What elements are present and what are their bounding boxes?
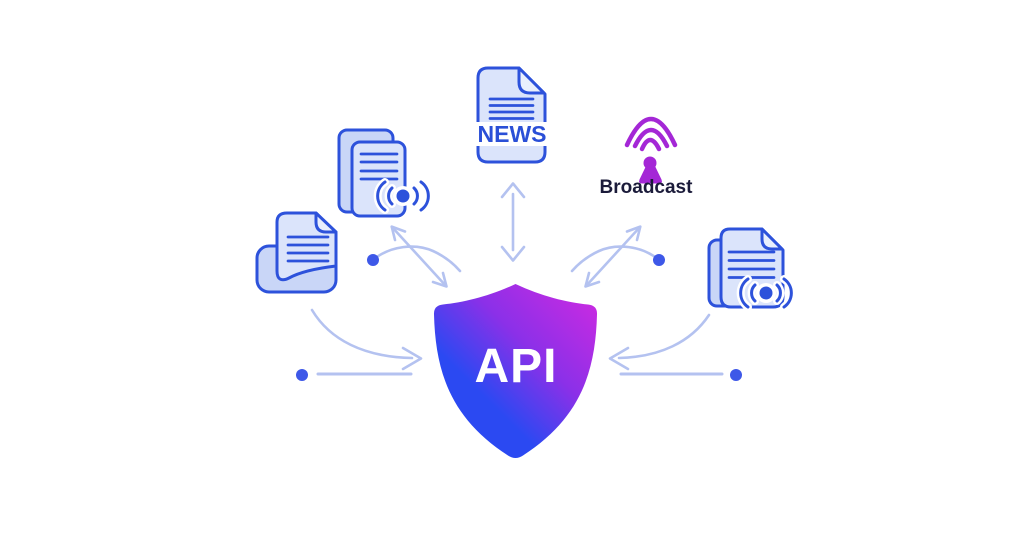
document-text-lines [286, 235, 330, 263]
arrow-stacked-docs-api-exchange [367, 225, 462, 288]
connector-dot-right-low [730, 369, 742, 381]
signal-waves-icon [373, 178, 433, 214]
api-label: API [474, 340, 558, 393]
arrow-right-doc-to-api [608, 313, 742, 381]
wifi-arc-outer [624, 116, 678, 148]
document-signal-icon [707, 227, 796, 311]
shield-shape [433, 284, 598, 458]
signal-arc [387, 186, 394, 206]
signal-arc [739, 277, 750, 309]
document-text-lines [488, 97, 535, 120]
signal-dot [396, 189, 410, 203]
document-text-lines [727, 250, 776, 279]
arrow-broadcast-api-exchange [570, 225, 665, 288]
signal-arc [419, 180, 430, 212]
keyhole-base [639, 165, 662, 184]
arrow-curve [310, 308, 414, 360]
broadcast-label: Broadcast [599, 177, 693, 198]
signal-arc [750, 283, 757, 303]
signal-arc [412, 186, 419, 206]
arrowhead-up-right [625, 225, 642, 242]
arrowhead-left [608, 346, 630, 371]
arrowhead-up-left [390, 225, 407, 242]
signal-waves-icon [736, 275, 796, 311]
signal-arc [376, 180, 387, 212]
connectors-layer [296, 182, 742, 381]
folded-corner [760, 227, 784, 251]
arrow-shaft [584, 225, 642, 288]
news-label: NEWS [470, 122, 554, 146]
arrow-curve [372, 245, 462, 273]
news-document-icon [476, 66, 547, 164]
broadcast-antenna-icon [624, 116, 678, 184]
signal-arc [775, 283, 782, 303]
connector-dot-right-mid [653, 254, 665, 266]
scroll-document-icon [255, 211, 338, 294]
connector-dot-left-low [296, 369, 308, 381]
connector-dot-left-mid [367, 254, 379, 266]
folded-corner [314, 211, 338, 234]
arrow-curve [570, 245, 660, 273]
stacked-documents-signal-icon [337, 128, 433, 218]
arrow-shaft [390, 225, 448, 288]
signal-dot [759, 286, 773, 300]
arrow-news-api-bidirectional [500, 182, 526, 262]
arrow-scroll-doc-to-api [296, 308, 423, 381]
wifi-arc-middle [632, 127, 670, 149]
document-text-lines [359, 152, 399, 181]
arrowhead-up [500, 182, 526, 199]
api-shield [433, 284, 598, 458]
arrowhead-right [401, 346, 423, 371]
signal-arc [782, 277, 793, 309]
arrow-curve [617, 313, 711, 360]
wifi-arc-inner [639, 137, 662, 152]
arrowhead-down [500, 245, 526, 262]
arrowhead-down-left [584, 271, 601, 288]
arrowhead-down-right [431, 271, 448, 288]
folded-corner [517, 66, 546, 95]
